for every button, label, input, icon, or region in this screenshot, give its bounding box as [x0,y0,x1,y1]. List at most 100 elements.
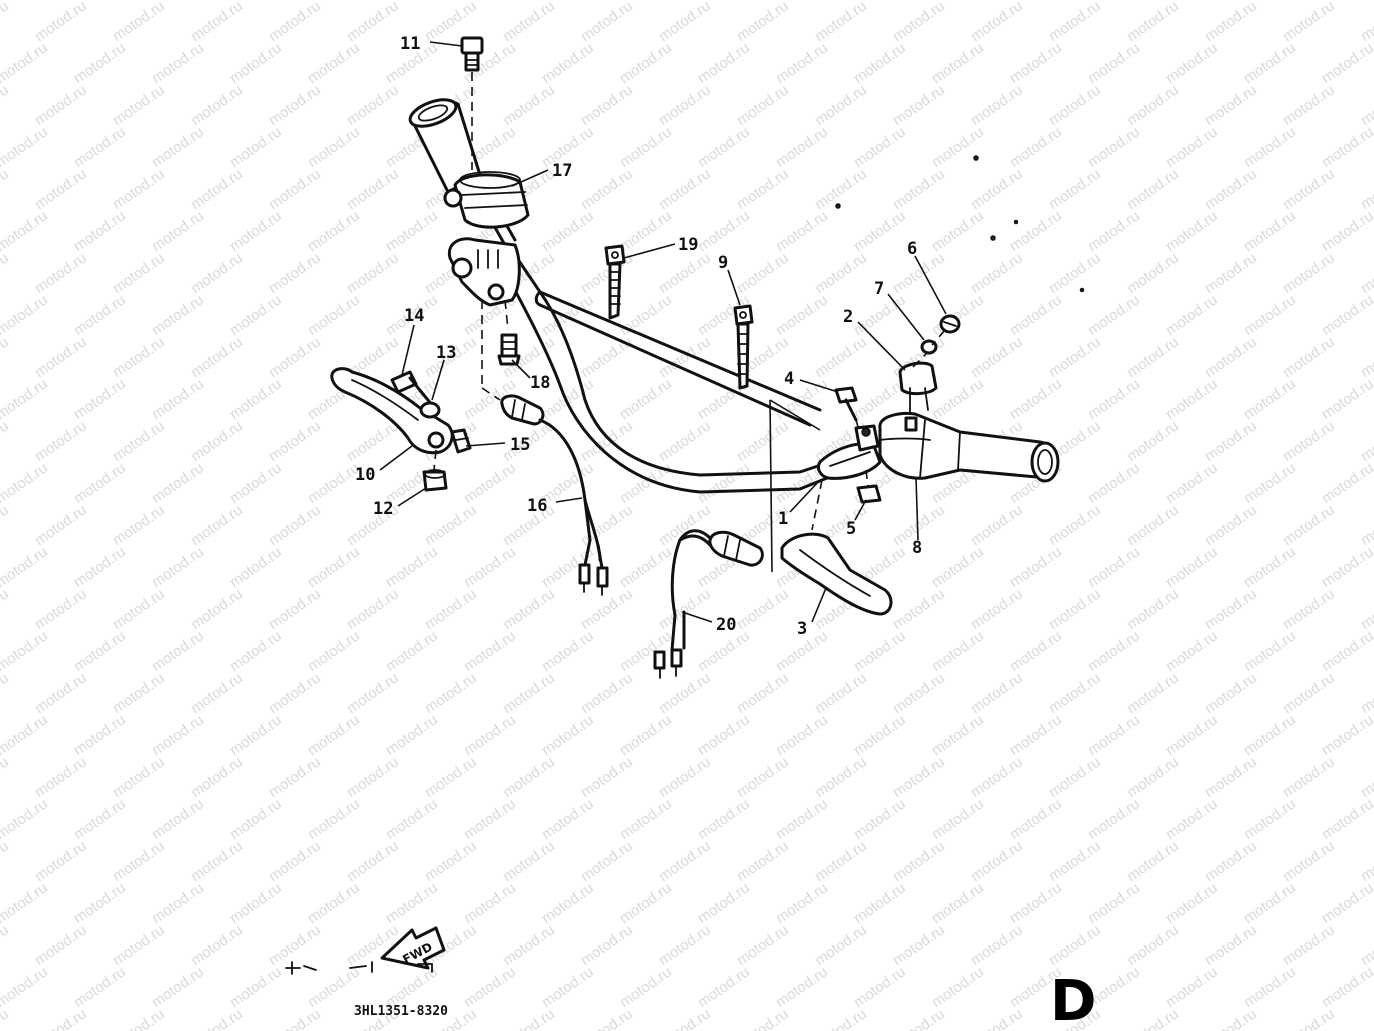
watermark-text: motod.ru [344,585,402,633]
watermark-text: motod.ru [1085,459,1143,507]
watermark-text: motod.ru [578,921,636,969]
watermark-text: motod.ru [890,249,948,297]
watermark-text: motod.ru [929,879,987,927]
watermark-text: motod.ru [1124,417,1182,465]
watermark-text: motod.ru [149,375,207,423]
watermark-text: motod.ru [734,753,792,801]
watermark-text: motod.ru [539,627,597,675]
watermark-text: motod.ru [227,711,285,759]
watermark-text: motod.ru [188,1005,246,1031]
watermark-text: motod.ru [1046,921,1104,969]
watermark-text: motod.ru [32,0,90,45]
watermark-text: motod.ru [578,417,636,465]
watermark-text: motod.ru [1124,333,1182,381]
watermark-text: motod.ru [1007,375,1065,423]
watermark-text: motod.ru [1241,963,1299,1011]
watermark-text: motod.ru [500,0,558,45]
watermark-text: motod.ru [656,753,714,801]
watermark-text: motod.ru [1007,711,1065,759]
watermark-text: motod.ru [929,795,987,843]
stray-marks [835,155,1085,293]
watermark-text: motod.ru [773,123,831,171]
watermark-text: motod.ru [968,81,1026,129]
watermark-text: motod.ru [1280,837,1338,885]
watermark-text: motod.ru [0,417,12,465]
watermark-text: motod.ru [1163,291,1221,339]
watermark-text: motod.ru [929,207,987,255]
watermark-text: motod.ru [890,165,948,213]
watermark-text: motod.ru [617,627,675,675]
watermark-text: motod.ru [0,585,12,633]
watermark-text: motod.ru [539,291,597,339]
watermark-text: motod.ru [1046,333,1104,381]
watermark-text: motod.ru [1202,333,1260,381]
watermark-text: motod.ru [461,627,519,675]
watermark-text: motod.ru [1124,585,1182,633]
callout-18: 18 [530,373,550,393]
watermark-text: motod.ru [812,249,870,297]
watermark-text: motod.ru [695,963,753,1011]
watermark-text: motod.ru [266,333,324,381]
callout-4: 4 [784,369,794,389]
watermark-text: motod.ru [344,249,402,297]
watermark-text: motod.ru [188,0,246,45]
callout-20: 20 [716,615,736,635]
watermark-text: motod.ru [71,39,129,87]
watermark-text: motod.ru [656,837,714,885]
watermark-text: motod.ru [1241,123,1299,171]
watermark-text: motod.ru [110,333,168,381]
watermark-text: motod.ru [1241,375,1299,423]
watermark-text: motod.ru [0,39,51,87]
clamp-19 [604,244,626,320]
watermark-text: motod.ru [1085,39,1143,87]
watermark-text: motod.ru [110,501,168,549]
watermark-text: motod.ru [1202,753,1260,801]
watermark-text: motod.ru [1007,123,1065,171]
watermark-text: motod.ru [266,585,324,633]
watermark-text: motod.ru [1319,711,1374,759]
watermark-text: motod.ru [812,753,870,801]
watermark-text: motod.ru [929,543,987,591]
watermark-text: motod.ru [0,543,51,591]
watermark-text: motod.ru [578,753,636,801]
right-grip-assembly [878,412,1060,483]
watermark-text: motod.ru [188,921,246,969]
watermark-text: motod.ru [578,0,636,45]
watermark-text: motod.ru [1007,795,1065,843]
watermark-text: motod.ru [1085,795,1143,843]
watermark-text: motod.ru [656,0,714,45]
watermark-text: motod.ru [1202,501,1260,549]
watermark-text: motod.ru [32,1005,90,1031]
watermark-text: motod.ru [0,0,12,45]
watermark-text: motod.ru [812,81,870,129]
watermark-text: motod.ru [500,669,558,717]
watermark-text: motod.ru [461,879,519,927]
watermark-text: motod.ru [0,81,12,129]
watermark-text: motod.ru [71,459,129,507]
watermark-text: motod.ru [851,963,909,1011]
watermark-text: motod.ru [1241,879,1299,927]
watermark-text: motod.ru [188,585,246,633]
watermark-text: motod.ru [1085,375,1143,423]
callout-16: 16 [527,496,547,516]
watermark-text: motod.ru [266,1005,324,1031]
watermark-text: motod.ru [461,543,519,591]
watermark-text: motod.ru [617,963,675,1011]
watermark-text: motod.ru [32,333,90,381]
watermark-text: motod.ru [1085,291,1143,339]
watermark-text: motod.ru [1163,39,1221,87]
watermark-text: motod.ru [1163,711,1221,759]
watermark-text: motod.ru [227,291,285,339]
watermark-text: motod.ru [578,837,636,885]
watermark-text: motod.ru [1280,81,1338,129]
watermark-text: motod.ru [305,543,363,591]
watermark-text: motod.ru [1163,627,1221,675]
nut-5 [856,469,882,504]
watermark-text: motod.ru [0,669,12,717]
throttle-grip-assembly [408,98,530,307]
watermark-text: motod.ru [383,627,441,675]
watermark-text: motod.ru [188,837,246,885]
watermark-text: motod.ru [1046,837,1104,885]
callout-17: 17 [552,161,572,181]
watermark-text: motod.ru [773,375,831,423]
